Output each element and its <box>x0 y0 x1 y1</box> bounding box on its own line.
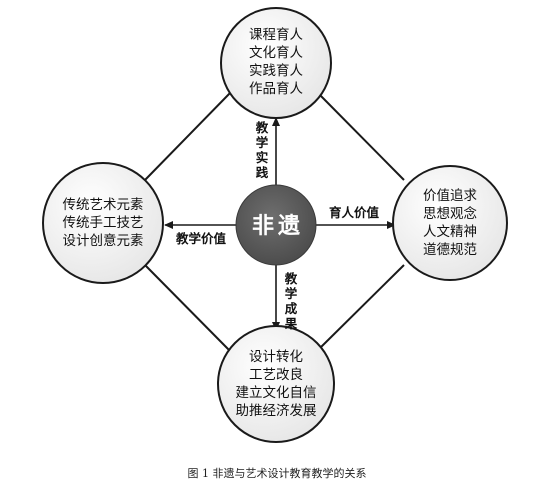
node-left-line-2: 传统手工技艺 <box>63 215 144 231</box>
node-left-circle <box>42 162 164 284</box>
center-label: 非遗 <box>252 214 304 239</box>
arrow-down-label-char-4: 果 <box>284 316 298 331</box>
node-left-line-1: 传统艺术元素 <box>63 197 144 213</box>
node-right-line-3: 人文精神 <box>423 224 477 240</box>
node-right-line-2: 思想观念 <box>423 205 477 222</box>
node-top-line-1: 课程育人 <box>249 27 303 43</box>
node-bottom-line-3: 建立文化自信 <box>236 385 317 401</box>
edge-left-top <box>144 91 232 181</box>
node-right-line-4: 道德规范 <box>423 242 477 258</box>
node-top-line-3: 实践育人 <box>249 63 303 79</box>
arrow-up-label-char-1: 教 <box>255 120 269 135</box>
node-bottom-line-2: 工艺改良 <box>249 367 303 383</box>
edge-bottom-left <box>144 264 232 353</box>
arrow-right-label: 育人价值 <box>329 205 380 220</box>
edge-top-right <box>316 91 405 181</box>
node-top-circle <box>220 7 332 119</box>
arrow-left-label: 教学价值 <box>175 231 227 246</box>
node-top-line-2: 文化育人 <box>249 45 303 61</box>
edge-right-bottom <box>317 264 405 351</box>
node-right-circle <box>392 165 508 281</box>
arrow-up-label-char-4: 践 <box>256 165 269 180</box>
node-bottom-line-4: 助推经济发展 <box>236 403 317 419</box>
arrow-down-label-char-3: 成 <box>285 301 298 316</box>
arrow-down-label-char-2: 学 <box>285 286 298 301</box>
node-top-line-4: 作品育人 <box>249 81 303 97</box>
figure-caption: 图 1 非遗与艺术设计教育教学的关系 <box>188 466 367 480</box>
arrow-up-label-char-2: 学 <box>256 135 269 150</box>
node-left-line-3: 设计创意元素 <box>63 232 144 249</box>
arrow-up-label-char-3: 实 <box>256 150 269 165</box>
arrow-down-label-char-1: 教 <box>284 271 298 286</box>
node-bottom-line-1: 设计转化 <box>249 349 303 365</box>
center-circle <box>235 184 317 266</box>
node-bottom-circle <box>217 325 335 443</box>
node-right-line-1: 价值追求 <box>423 188 477 204</box>
